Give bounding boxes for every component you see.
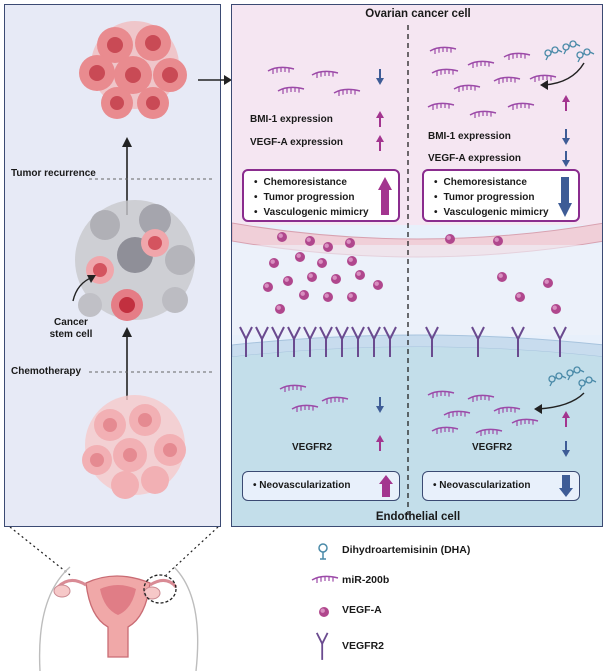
chemotherapy-label: Chemotherapy bbox=[11, 366, 82, 377]
outcome-item: Tumor progression bbox=[434, 190, 578, 205]
legend-item: Dihydroartemisinin (DHA) bbox=[308, 540, 598, 562]
vegfa-icon bbox=[319, 607, 329, 617]
outcome-item: Chemoresistance bbox=[434, 175, 578, 190]
tumor-site-highlight bbox=[143, 574, 177, 604]
outcome-item: Vasculogenic mimicry bbox=[254, 205, 398, 220]
vegfr2-label-right: VEGFR2 bbox=[472, 442, 513, 453]
vegfa-label-left: VEGF-A expression bbox=[250, 137, 343, 148]
connector-arrow bbox=[198, 75, 232, 85]
mechanism-panel: Ovarian cancer cell Endothelial cell BMI… bbox=[231, 4, 603, 527]
endothelial-cell-label: Endothelial cell bbox=[375, 511, 461, 523]
mechanism-illustration bbox=[232, 5, 602, 526]
cancer-stem-cell-label: Cancer stem cell bbox=[49, 317, 93, 340]
legend: Dihydroartemisinin (DHA) miR-200b VEGF-A… bbox=[308, 540, 598, 664]
bmi1-label-left: BMI-1 expression bbox=[250, 114, 333, 125]
bmi1-label-right: BMI-1 expression bbox=[428, 131, 511, 142]
tumor-recurrence-label: Tumor recurrence bbox=[11, 168, 96, 179]
legend-item: VEGFR2 bbox=[308, 632, 598, 662]
chemo-treated-tumor-icon bbox=[75, 200, 195, 321]
big-up-arrow-icon bbox=[378, 177, 392, 215]
legend-item: miR-200b bbox=[308, 570, 598, 592]
neovascularization-box-right: • Neovascularization bbox=[422, 471, 580, 501]
mirna-down-arrow-left bbox=[376, 69, 384, 85]
outcome-box-left: Chemoresistance Tumor progression Vascul… bbox=[242, 169, 400, 222]
vegfa-label-right: VEGF-A expression bbox=[428, 153, 521, 164]
outcome-item: Vasculogenic mimicry bbox=[434, 205, 578, 220]
primary-tumor-icon bbox=[82, 395, 186, 499]
outcome-box-right: Chemoresistance Tumor progression Vascul… bbox=[422, 169, 580, 222]
ovarian-cancer-cell-label: Ovarian cancer cell bbox=[365, 8, 471, 20]
big-down-arrow-icon bbox=[558, 177, 572, 217]
tumor-progression-panel: Tumor recurrence Cancer stem cell Chemot… bbox=[4, 4, 221, 527]
outcome-item: Tumor progression bbox=[254, 190, 398, 205]
uterus-illustration bbox=[9, 527, 219, 671]
mirna-icon bbox=[311, 575, 339, 584]
neovascularization-box-left: • Neovascularization bbox=[242, 471, 400, 501]
dha-icon bbox=[318, 543, 328, 560]
mirna-up-arrow-right bbox=[562, 95, 570, 111]
legend-item: VEGF-A bbox=[308, 600, 598, 622]
big-down-arrow-icon bbox=[559, 475, 573, 497]
vegfr2-label-left: VEGFR2 bbox=[292, 442, 333, 453]
recurrent-tumor-icon bbox=[79, 21, 187, 119]
tumor-illustration bbox=[72, 21, 215, 499]
receptor-icon bbox=[315, 632, 329, 661]
outcome-item: Chemoresistance bbox=[254, 175, 398, 190]
big-up-arrow-icon bbox=[379, 475, 393, 497]
